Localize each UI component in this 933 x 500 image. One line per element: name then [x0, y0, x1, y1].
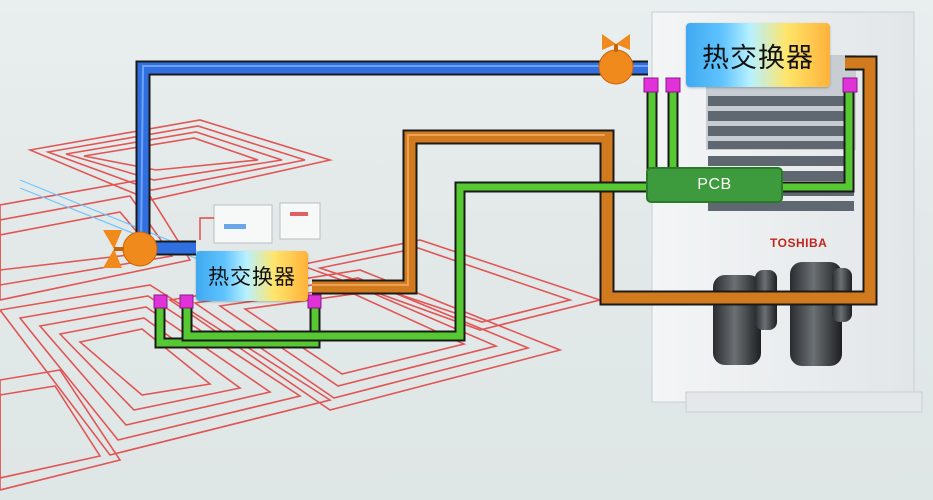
brand-logo: TOSHIBA	[770, 236, 828, 250]
green-water-pipe	[154, 87, 855, 349]
heat-exchanger-top: 热交换器	[686, 23, 830, 87]
port-markers	[153, 77, 858, 309]
blue-refrigerant-pipe	[135, 60, 648, 256]
valve-top-icon	[598, 34, 634, 85]
heat-exchanger-left-label: 热交换器	[208, 265, 296, 289]
manifold-boxes	[199, 202, 321, 244]
valve-left-icon	[103, 230, 158, 268]
heat-exchanger-top-label: 热交换器	[702, 42, 814, 74]
floor-heating-coils	[0, 119, 603, 491]
heat-exchanger-left: 热交换器	[196, 251, 308, 301]
pcb-label: PCB	[697, 176, 732, 193]
pcb-board: PCB	[646, 167, 783, 203]
orange-water-pipe	[312, 55, 878, 306]
